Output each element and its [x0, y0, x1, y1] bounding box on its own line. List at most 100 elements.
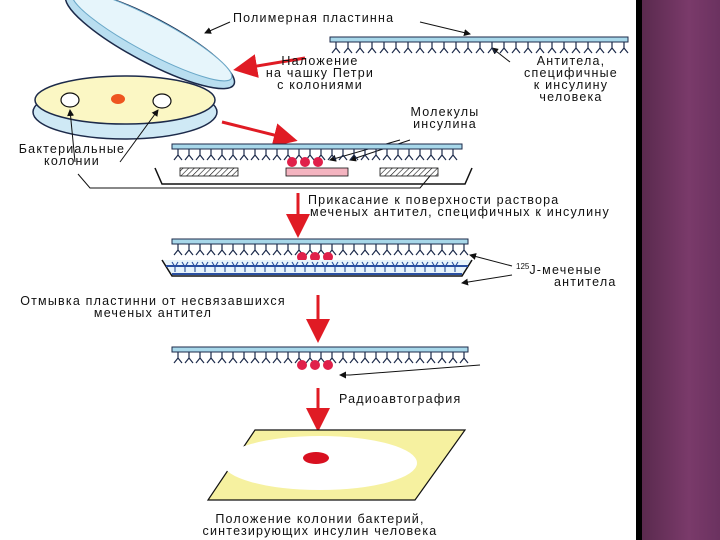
insulin-molecule — [300, 157, 310, 167]
antibody-icon — [239, 244, 249, 256]
labeled-antibody-icon — [221, 261, 229, 272]
antibody-icon — [607, 42, 617, 54]
labeled-antibody-icon — [331, 261, 339, 272]
label-antibodies: Антитела, специфичные к инсулину человек… — [508, 55, 634, 104]
autoradiography-film — [206, 429, 467, 501]
antibody-icon — [217, 149, 227, 161]
insulin-molecule — [310, 360, 320, 370]
label-insulin-2: инсулина — [413, 117, 477, 131]
side-band — [642, 0, 720, 540]
labeled-antibody-icon — [241, 261, 249, 272]
antibody-icon — [261, 244, 271, 256]
labeled-antibody-icon — [451, 261, 459, 272]
antibody-icon — [349, 352, 359, 364]
antibody-icon — [523, 42, 533, 54]
labeled-antibody-icon — [341, 261, 349, 272]
antibody-icon — [261, 352, 271, 364]
label-overlay-2: на чашку Петри — [265, 66, 375, 80]
antibody-icon — [415, 42, 425, 54]
labeled-antibody-solution — [161, 259, 473, 277]
labeled-antibody-icon — [261, 261, 269, 272]
label-contact-1: Прикасание к поверхности раствора — [308, 193, 560, 207]
antibody-icon — [228, 149, 238, 161]
plate-step3 — [171, 238, 469, 262]
labeled-antibody-icon — [191, 261, 199, 272]
label-polymer-plate: Полимерная пластинна — [233, 11, 395, 25]
antibody-icon — [475, 42, 485, 54]
labeled-antibody-icon — [201, 261, 209, 272]
antibody-icon — [195, 149, 205, 161]
label-colonies-1: Бактериальные — [18, 142, 126, 156]
labeled-antibody-icon — [181, 261, 189, 272]
antibody-icon — [415, 352, 425, 364]
antibody-icon — [391, 42, 401, 54]
antibody-icon — [439, 42, 449, 54]
insulin-molecule — [297, 360, 307, 370]
insulin-molecule — [323, 360, 333, 370]
antibody-icon — [349, 244, 359, 256]
antibody-icon — [448, 244, 458, 256]
antibody-icon — [343, 42, 353, 54]
labeled-antibody-icon — [231, 261, 239, 272]
labeled-antibody-icon — [441, 261, 449, 272]
label-result-2: синтезирующих инсулин человека — [202, 524, 438, 538]
antibody-icon — [382, 244, 392, 256]
labeled-antibody-icon — [291, 261, 299, 272]
colony-left — [60, 92, 80, 108]
label-colonies: Бактериальные колонии — [2, 142, 142, 168]
antibody-icon — [239, 352, 249, 364]
antibody-icon — [583, 42, 593, 54]
label-labeled-1: J-меченые — [529, 263, 603, 278]
petri-section — [154, 167, 473, 185]
antibody-icon — [403, 42, 413, 54]
antibody-icon — [547, 42, 557, 54]
antibody-icon — [228, 244, 238, 256]
antibody-icon — [427, 42, 437, 54]
antibody-icon — [239, 149, 249, 161]
labeled-antibody-icon — [421, 261, 429, 272]
antibody-icon — [619, 42, 629, 54]
antibody-icon — [206, 352, 216, 364]
label-contact-2: меченых антител, специфичных к инсулину — [310, 205, 610, 219]
diagram-canvas — [32, 0, 629, 501]
antibody-icon — [338, 352, 348, 364]
label-overlay: Наложение на чашку Петри с колониями — [260, 54, 380, 92]
antibody-icon — [571, 42, 581, 54]
colony-insulin — [111, 94, 125, 104]
antibody-icon — [382, 352, 392, 364]
labeled-antibody-icon — [271, 261, 279, 272]
label-labeled-2: антитела — [554, 275, 617, 290]
labeled-antibody-icon — [411, 261, 419, 272]
antibody-icon — [404, 244, 414, 256]
antibody-icon — [272, 149, 282, 161]
antibody-icon — [371, 149, 381, 161]
antibody-icon — [426, 244, 436, 256]
insulin-molecule — [313, 157, 323, 167]
insulin-molecule — [310, 252, 320, 262]
antibody-icon — [459, 352, 469, 364]
side-band-edge — [636, 0, 642, 540]
label-insulin-1: Молекулы — [410, 105, 480, 119]
process-arrows — [221, 54, 330, 432]
antibody-icon — [184, 244, 194, 256]
antibody-icon — [173, 244, 183, 256]
labeled-antibody-icon — [431, 261, 439, 272]
antibody-icon — [250, 149, 260, 161]
colony-right — [152, 93, 172, 109]
antibody-icon — [272, 352, 282, 364]
antibody-icon — [511, 42, 521, 54]
labeled-antibody-icon — [281, 261, 289, 272]
labeled-antibody-icon — [351, 261, 359, 272]
antibody-icon — [173, 149, 183, 161]
antibody-icon — [535, 42, 545, 54]
labeled-antibody-icon — [321, 261, 329, 272]
label-result-1: Положение колонии бактерий, — [215, 512, 425, 526]
antibody-icon — [217, 244, 227, 256]
label-insulin: Молекулы инсулина — [390, 105, 500, 131]
antibody-icon — [459, 244, 469, 256]
label-overlay-1: Наложение — [281, 54, 359, 68]
labeled-antibody-icon — [251, 261, 259, 272]
antibody-plates — [171, 36, 629, 370]
petri-dish — [32, 75, 218, 140]
